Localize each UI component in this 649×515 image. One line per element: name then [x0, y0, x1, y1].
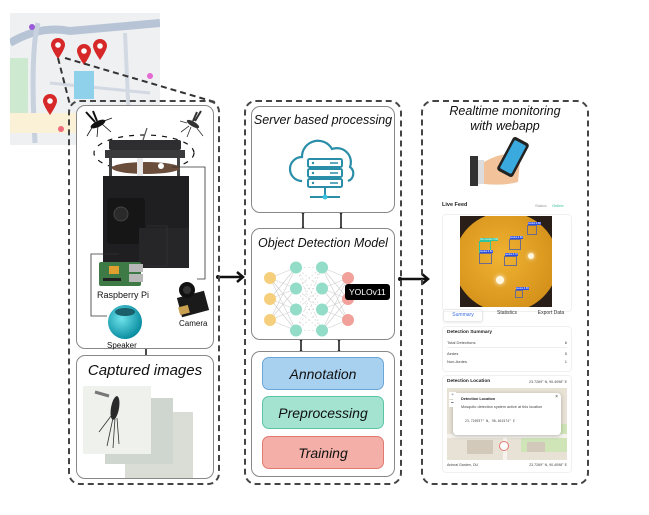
nn-hidden-node — [290, 282, 302, 295]
device-panel: Raspberry Pi Camera Speaker — [76, 105, 214, 350]
camera-module — [176, 282, 210, 318]
popup-title: Detection Location — [461, 397, 496, 401]
speaker-label: Speaker — [107, 341, 137, 350]
nn-connection — [269, 288, 297, 321]
hand-phone-icon — [470, 137, 529, 186]
summary-row-label: Total Detections — [447, 340, 476, 345]
nn-hidden-node — [290, 324, 302, 337]
detection-box[interactable]: Aedes 0.79 — [504, 253, 518, 266]
map-marker-icon[interactable] — [92, 39, 108, 61]
summary-row-label: Aedes — [447, 351, 459, 356]
map-zoom-in-button[interactable]: + — [449, 392, 456, 399]
detection-box[interactable]: Aedes 0.86 — [515, 287, 529, 298]
summary-row-value: 5 — [564, 351, 567, 356]
map-popup: Detection Location × Mosquito detection … — [453, 393, 561, 435]
cloud-server-icon — [288, 139, 355, 200]
mosquito-icon — [85, 110, 113, 138]
nn-hidden-node — [316, 303, 328, 316]
nn-output-node — [342, 314, 354, 326]
captured-images-panel: Captured images — [76, 355, 214, 479]
nn-connection — [321, 277, 349, 310]
map-marker-icon[interactable] — [42, 94, 58, 116]
mosquito-photo — [94, 390, 120, 449]
popup-text: Mosquito detection system active at this… — [461, 405, 543, 409]
device-section — [68, 100, 220, 485]
map-marker-icon[interactable] — [76, 44, 92, 66]
processing-section — [244, 100, 402, 485]
raspberry-pi-label: Raspberry Pi — [97, 290, 150, 300]
yolo-model-badge: YOLOv11 — [345, 284, 390, 300]
popup-coords: 23.726937° N, 90.401574° E — [465, 419, 515, 423]
webapp-screenshot: Live Feed Status: Online Aedes 0.88 Non-… — [438, 198, 574, 476]
nn-hidden-node — [316, 261, 328, 274]
speaker-device — [108, 305, 142, 339]
nn-hidden-node — [290, 261, 302, 274]
pond — [74, 71, 94, 99]
training-pipeline-panel: Annotation Preprocessing Training — [251, 351, 395, 477]
nn-connection — [321, 277, 349, 331]
live-feed-label: Live Feed — [442, 202, 468, 208]
nn-connection — [295, 267, 323, 331]
nn-hidden-node — [316, 282, 328, 295]
raspberry-pi-board — [99, 262, 143, 286]
monitoring-section — [421, 100, 589, 485]
live-feed-frame — [442, 214, 572, 312]
detection-location-coords: 23.7269° N, 90.4098° E — [529, 380, 567, 384]
nn-connection — [321, 298, 349, 331]
nn-input-node — [264, 314, 276, 326]
model-panel-title: Object Detection Model — [258, 236, 388, 250]
map-zoom-out-button[interactable]: − — [449, 400, 456, 407]
nn-hidden-node — [290, 303, 302, 316]
captured-images-title: Captured images — [87, 362, 203, 379]
detection-location-card: Detection Location 23.7269° N, 90.4098° … — [442, 375, 572, 473]
summary-row-label: Non-Aedes — [447, 359, 468, 364]
monitoring-title-line1: Realtime monitoring — [449, 104, 561, 118]
nn-connection — [295, 267, 323, 331]
training-step: Training — [262, 436, 384, 469]
status-value: Online — [552, 203, 564, 208]
nn-connection — [295, 267, 323, 310]
nn-output-node — [342, 272, 354, 284]
neural-network-diagram — [264, 261, 354, 337]
nn-connection — [295, 288, 323, 331]
wiring-lines — [90, 166, 206, 317]
detection-box[interactable]: Aedes 0.89 — [509, 236, 523, 250]
nn-hidden-node — [316, 324, 328, 337]
nn-input-node — [264, 293, 276, 305]
detection-summary-card: Detection Summary Total Detections 6 Aed… — [442, 326, 572, 372]
summary-row-value: 6 — [564, 340, 567, 345]
mosquito-icon — [179, 110, 204, 138]
detection-location-title: Detection Location — [447, 379, 491, 384]
detection-box[interactable]: Aedes 0.88 — [527, 222, 541, 235]
summary-row-value: 1 — [564, 359, 567, 364]
tab-export-data[interactable]: Export Data — [537, 310, 565, 316]
live-feed-image: Aedes 0.88 Non-Aedes 0.86 Aedes 0.89 Aed… — [460, 216, 552, 307]
server-panel-title: Server based processing — [253, 113, 393, 127]
tab-statistics[interactable]: Statistics — [496, 310, 517, 316]
detection-summary-title: Detection Summary — [447, 330, 493, 335]
captured-image-1 — [83, 386, 151, 454]
location-marker[interactable] — [499, 441, 509, 451]
monitoring-title-line2: with webapp — [470, 119, 540, 133]
server-panel: Server based processing — [251, 106, 395, 213]
mosquito-trap-device — [103, 128, 189, 268]
camera-label: Camera — [179, 319, 208, 328]
preprocessing-step: Preprocessing — [262, 396, 384, 429]
tab-summary[interactable]: Summary — [443, 309, 483, 322]
status-label: Status: — [535, 203, 548, 208]
map-marker-icon[interactable] — [50, 38, 66, 60]
detection-box[interactable]: Aedes 0.82 — [479, 250, 493, 264]
popup-close-icon[interactable]: × — [555, 394, 558, 400]
nn-input-node — [264, 272, 276, 284]
nn-connection — [269, 267, 297, 300]
model-panel: Object Detection Model YOLOv11 — [251, 228, 395, 340]
location-place: Animal Garden, DU — [447, 463, 479, 467]
annotation-step: Annotation — [262, 357, 384, 390]
location-footer-coords: 23.7269° N, 90.4098° E — [529, 463, 567, 467]
nn-connection — [269, 267, 297, 321]
